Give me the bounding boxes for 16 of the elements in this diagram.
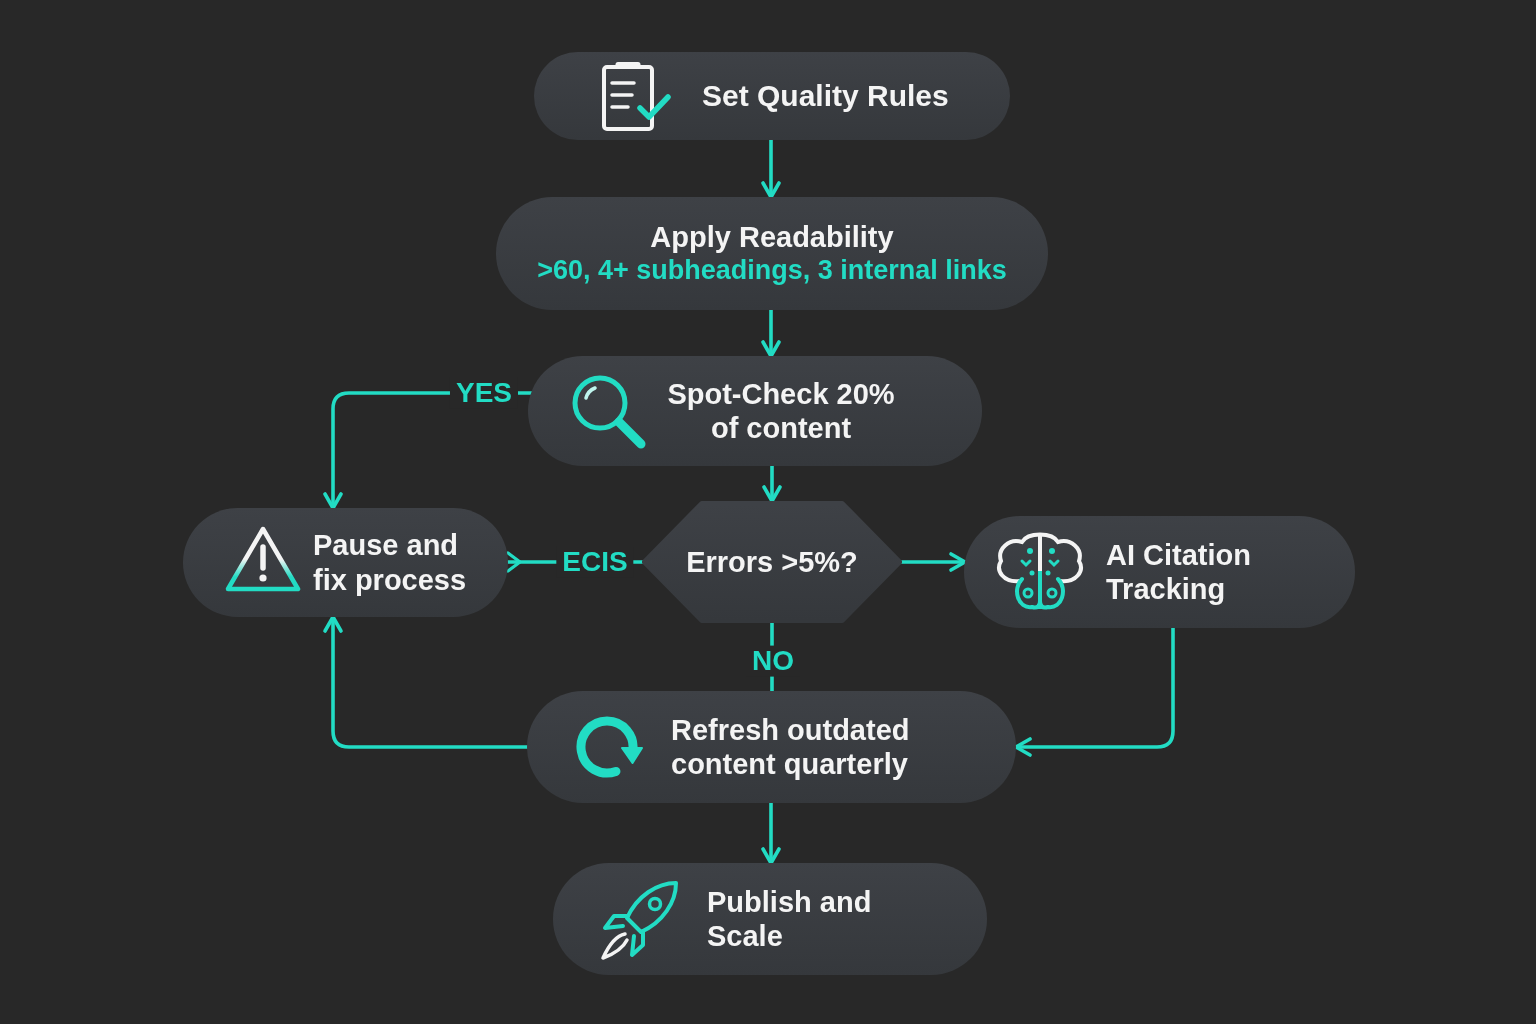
flow-arrow bbox=[761, 308, 781, 358]
decision-label: Errors >5%? bbox=[686, 544, 858, 580]
step-label: Refresh outdated content quarterly bbox=[671, 712, 911, 782]
step-label: Pause and fix process bbox=[313, 528, 468, 597]
step-label: AI Citation Tracking bbox=[1106, 537, 1252, 607]
step-label: Spot-Check 20% of content bbox=[666, 376, 896, 446]
step-label: Set Quality Rules bbox=[702, 78, 949, 114]
step-label: Publish and Scale bbox=[707, 884, 873, 954]
flow-arrow bbox=[761, 801, 781, 865]
flow-arrow bbox=[1014, 626, 1175, 757]
step-label: Apply Readability bbox=[650, 220, 894, 255]
flow-arrow bbox=[761, 138, 781, 199]
flow-arrow bbox=[762, 464, 782, 503]
flow-arrow bbox=[323, 615, 529, 749]
criteria-text: >60, 4+ subheadings, 3 internal links bbox=[537, 254, 1007, 287]
flow-arrow bbox=[900, 552, 967, 572]
